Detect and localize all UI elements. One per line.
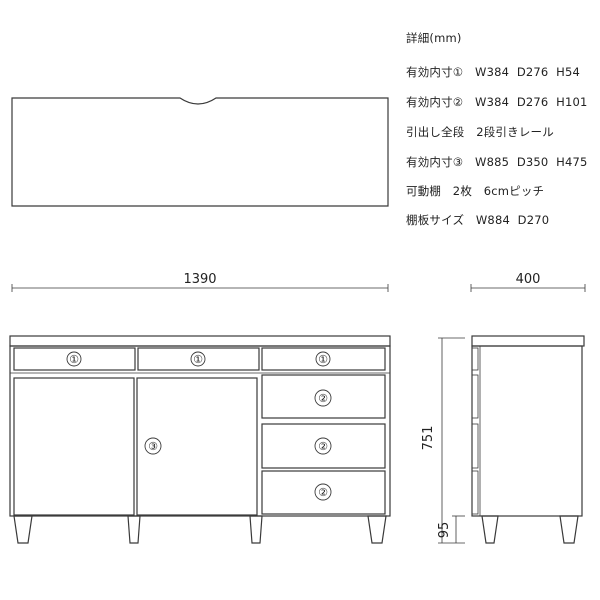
marker-drawer-large-1: ② — [314, 389, 332, 407]
drawer-large-top — [261, 374, 386, 419]
height-dimension: 751 — [421, 337, 465, 544]
cabinet-door-left — [13, 377, 135, 516]
top-view — [11, 97, 389, 207]
svg-text:②: ② — [318, 486, 328, 499]
front-leg-2 — [127, 515, 141, 544]
depth-label: 400 — [516, 272, 541, 287]
front-body — [9, 345, 391, 517]
marker-drawer-small-1: ① — [66, 351, 82, 367]
marker-drawer-large-3: ② — [314, 483, 332, 501]
side-view — [471, 335, 585, 544]
side-drawer-4 — [471, 470, 479, 515]
spec-drawer-rails: 引出し全段 2段引きレール — [406, 125, 554, 139]
depth-dimension: 400 — [470, 272, 586, 292]
front-leg-3 — [249, 515, 263, 544]
side-leg-back — [559, 515, 579, 544]
leg-height-dimension: 95 — [437, 515, 465, 543]
top-view-outline — [11, 97, 389, 207]
spec-inner-size-1: 有効内寸① W384 D276 H54 — [406, 65, 581, 79]
front-leg-4 — [367, 515, 387, 544]
side-drawer-3 — [471, 423, 479, 469]
drawer-large-middle — [261, 423, 386, 469]
spec-shelf-size: 棚板サイズ W884 D270 — [406, 213, 550, 227]
svg-text:①: ① — [318, 353, 328, 366]
width-label: 1390 — [183, 272, 216, 287]
front-leg-1 — [13, 515, 33, 544]
cabinet-door-right — [136, 377, 258, 516]
spec-inner-size-2: 有効内寸② W384 D276 H101 — [406, 95, 588, 109]
svg-text:③: ③ — [148, 440, 158, 453]
leg-height-label: 95 — [437, 522, 452, 539]
drawer-small-left — [13, 347, 136, 371]
svg-text:①: ① — [69, 353, 79, 366]
spec-movable-shelf: 可動棚 2枚 6cmピッチ — [406, 184, 545, 198]
marker-drawer-large-2: ② — [314, 437, 332, 455]
front-view: ① ① ① ② ② ② ③ — [9, 335, 391, 544]
side-top-board — [471, 335, 585, 347]
svg-text:①: ① — [193, 353, 203, 366]
side-drawer-1 — [471, 347, 479, 371]
marker-cabinet: ③ — [144, 437, 162, 455]
front-top-board — [9, 335, 391, 347]
spec-inner-size-3: 有効内寸③ W885 D350 H475 — [406, 155, 588, 169]
spec-title: 詳細(mm) — [406, 31, 462, 45]
drawer-small-center — [137, 347, 260, 371]
side-leg-front — [481, 515, 499, 544]
marker-drawer-small-3: ① — [315, 351, 331, 367]
drawer-large-bottom — [261, 470, 386, 515]
svg-text:②: ② — [318, 392, 328, 405]
height-label: 751 — [421, 426, 436, 451]
side-drawer-2 — [471, 374, 479, 419]
svg-text:②: ② — [318, 440, 328, 453]
side-body — [471, 345, 583, 517]
drawer-small-right — [261, 347, 386, 371]
marker-drawer-small-2: ① — [190, 351, 206, 367]
width-dimension: 1390 — [11, 272, 389, 292]
